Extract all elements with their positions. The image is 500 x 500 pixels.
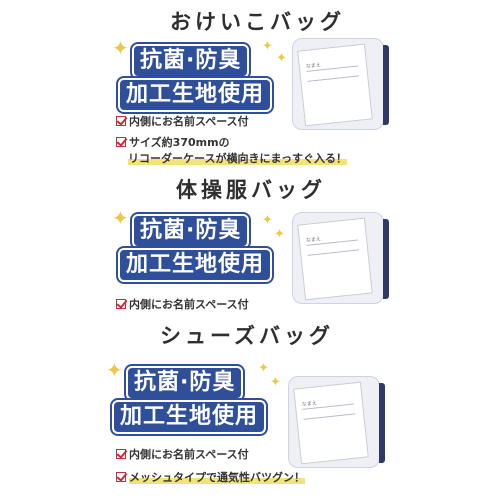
badge-line-1: 抗菌·防臭	[126, 366, 244, 400]
feature-bullet: 内側にお名前スペース付	[116, 446, 249, 462]
sparkle-icon: ✦	[112, 206, 129, 230]
section-title: シューズバッグ	[160, 324, 334, 348]
sparkle-icon: ✦	[262, 213, 273, 228]
badge-line-1: 抗菌·防臭	[132, 214, 250, 248]
section-title: 体操服バッグ	[176, 178, 326, 202]
feature-bullet: 内側にお名前スペース付	[116, 296, 249, 312]
sparkle-icon: ✦	[274, 227, 285, 242]
sparkle-icon: ✦	[262, 39, 273, 54]
sparkle-icon: ✦	[112, 36, 129, 60]
badge-line-2: 加工生地使用	[112, 400, 267, 434]
badge-line-2: 加工生地使用	[118, 78, 273, 112]
sparkle-icon: ✦	[258, 361, 269, 376]
bag-interior-image: なまえ	[288, 376, 385, 468]
checkbox-icon	[116, 449, 126, 459]
sparkle-icon: ✦	[270, 375, 281, 390]
badge-line-2: 加工生地使用	[118, 248, 273, 282]
feature-bullet: サイズ約370mmの	[116, 134, 230, 150]
sparkle-icon: ✦	[106, 358, 123, 382]
badge-line-1: 抗菌·防臭	[132, 44, 250, 78]
checkbox-icon	[116, 299, 126, 309]
sparkle-icon: ✦	[276, 51, 287, 66]
feature-bullet-continued: リコーダーケースが横向きにまっすぐ入る！	[128, 152, 348, 165]
checkbox-icon	[116, 137, 126, 147]
feature-bullet: 内側にお名前スペース付	[116, 113, 249, 129]
bag-interior-image: なまえ	[292, 38, 389, 130]
checkbox-icon	[116, 116, 126, 126]
feature-bullet: メッシュタイプで通気性バツグン！	[116, 469, 305, 485]
bag-interior-image: なまえ	[292, 212, 389, 304]
section-title: おけいこバッグ	[170, 10, 345, 34]
checkbox-icon	[116, 472, 126, 482]
